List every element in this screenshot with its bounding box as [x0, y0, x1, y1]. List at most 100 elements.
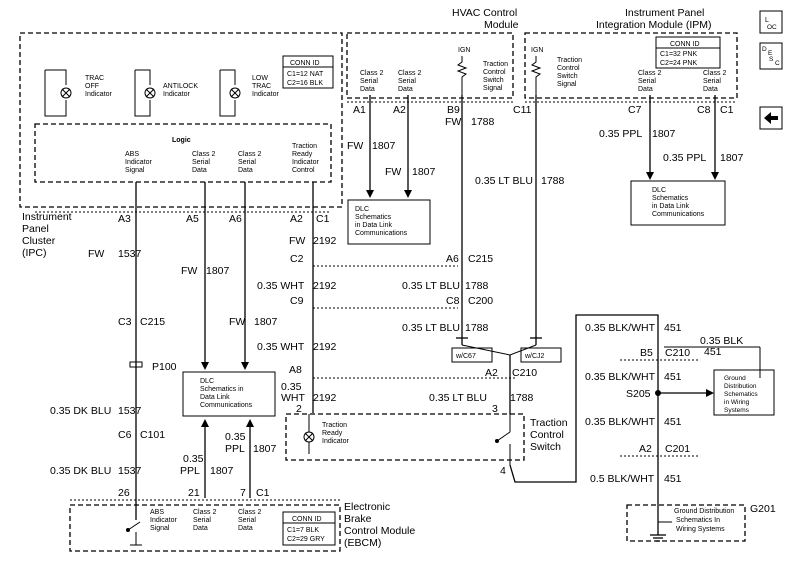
svg-text:0.35 DK BLU: 0.35 DK BLU — [50, 405, 111, 417]
option-cj2-box — [520, 347, 562, 363]
svg-text:Data: Data — [238, 525, 253, 532]
svg-text:C215: C215 — [140, 316, 165, 328]
svg-text:451: 451 — [664, 416, 682, 428]
svg-text:Class 2: Class 2 — [360, 70, 383, 77]
svg-text:D: D — [762, 46, 767, 53]
g201-ground-outline — [626, 504, 746, 542]
svg-text:1807: 1807 — [254, 316, 278, 328]
back-button[interactable] — [759, 106, 783, 130]
svg-text:3: 3 — [492, 403, 498, 415]
svg-text:2: 2 — [296, 403, 302, 415]
svg-text:451: 451 — [664, 473, 682, 485]
svg-text:0.35: 0.35 — [183, 453, 204, 465]
svg-text:Serial: Serial — [238, 159, 256, 166]
svg-text:0.35 PPL: 0.35 PPL — [663, 152, 706, 164]
svg-text:L: L — [765, 17, 769, 24]
svg-text:Brake: Brake — [344, 513, 372, 525]
ground-distribution-box — [713, 369, 775, 416]
svg-text:FW: FW — [289, 235, 305, 247]
svg-text:0.5 BLK/WHT: 0.5 BLK/WHT — [590, 473, 655, 485]
svg-text:Ground: Ground — [724, 375, 746, 382]
traction-control-switch-label: Traction — [530, 417, 568, 429]
svg-text:2192: 2192 — [313, 280, 337, 292]
svg-text:in Data Link: in Data Link — [355, 222, 392, 229]
svg-text:0.35 BLK: 0.35 BLK — [700, 335, 743, 347]
svg-text:A3: A3 — [118, 213, 131, 225]
svg-text:1788: 1788 — [465, 280, 489, 292]
svg-text:Traction: Traction — [322, 422, 347, 429]
svg-text:2192: 2192 — [313, 341, 337, 353]
svg-text:1807: 1807 — [720, 152, 744, 164]
svg-text:0.35 LT BLU: 0.35 LT BLU — [475, 175, 533, 187]
svg-text:S205: S205 — [626, 388, 651, 400]
trac-off-indicator: TRAC OFF Indicator — [44, 69, 113, 117]
svg-text:Serial: Serial — [192, 159, 210, 166]
svg-text:C2: C2 — [290, 253, 304, 265]
svg-text:Switch: Switch — [483, 77, 504, 84]
description-button[interactable]: D E S C — [759, 42, 783, 70]
svg-text:2192: 2192 — [313, 235, 337, 247]
svg-text:Wiring Systems: Wiring Systems — [676, 526, 725, 533]
svg-text:Indicator: Indicator — [163, 91, 191, 98]
svg-text:Indicator: Indicator — [85, 91, 113, 98]
svg-text:Schematics In: Schematics In — [676, 517, 720, 524]
option-c67-box — [451, 347, 493, 363]
ipc-logic-label: Logic — [172, 137, 191, 144]
svg-text:1807: 1807 — [210, 465, 234, 477]
svg-text:G201: G201 — [750, 503, 776, 515]
svg-text:451: 451 — [664, 322, 682, 334]
svg-text:FW: FW — [181, 265, 197, 277]
svg-text:4: 4 — [500, 465, 506, 477]
svg-text:ABS: ABS — [125, 151, 139, 158]
svg-text:1788: 1788 — [510, 392, 534, 404]
ipm-outline — [524, 32, 738, 99]
svg-text:S: S — [769, 56, 774, 63]
svg-text:C: C — [775, 60, 780, 67]
svg-text:C210: C210 — [512, 367, 537, 379]
svg-text:26: 26 — [118, 487, 130, 499]
svg-text:FW: FW — [229, 316, 245, 328]
svg-text:1807: 1807 — [652, 128, 676, 140]
ebcm-outline — [69, 504, 341, 552]
svg-text:Serial: Serial — [360, 78, 378, 85]
svg-text:CONN ID: CONN ID — [670, 41, 700, 48]
ipm-title: Instrument Panel — [625, 7, 704, 19]
svg-text:B9: B9 — [447, 104, 460, 116]
svg-text:Class 2: Class 2 — [703, 70, 726, 77]
svg-text:Data: Data — [398, 86, 413, 93]
svg-text:Class 2: Class 2 — [192, 151, 215, 158]
svg-text:0.35 LT BLU: 0.35 LT BLU — [402, 322, 460, 334]
svg-text:PPL: PPL — [180, 465, 200, 477]
svg-text:C200: C200 — [468, 295, 493, 307]
svg-text:C8: C8 — [446, 295, 460, 307]
svg-text:Data: Data — [638, 86, 653, 93]
svg-text:A2: A2 — [639, 443, 652, 455]
svg-text:1807: 1807 — [206, 265, 230, 277]
svg-text:Control Module: Control Module — [344, 525, 415, 537]
svg-text:Control: Control — [530, 429, 564, 441]
svg-text:DLC: DLC — [652, 187, 666, 194]
svg-text:Data Link: Data Link — [200, 394, 230, 401]
svg-text:451: 451 — [664, 371, 682, 383]
svg-text:Traction: Traction — [292, 143, 317, 150]
location-button[interactable]: L OC — [759, 10, 783, 34]
svg-text:0.35: 0.35 — [281, 381, 302, 393]
svg-text:A6: A6 — [446, 253, 459, 265]
svg-text:C7: C7 — [628, 104, 642, 116]
ebcm-conn-id-box — [282, 511, 336, 546]
svg-text:ANTILOCK: ANTILOCK — [163, 83, 198, 90]
svg-text:Communications: Communications — [355, 230, 408, 237]
svg-text:Ready: Ready — [322, 430, 343, 437]
svg-text:1807: 1807 — [412, 166, 436, 178]
svg-text:1788: 1788 — [541, 175, 565, 187]
svg-text:C1: C1 — [316, 213, 330, 225]
svg-text:Indicator: Indicator — [292, 159, 320, 166]
svg-text:C3: C3 — [118, 316, 132, 328]
svg-text:Integration Module (IPM): Integration Module (IPM) — [596, 19, 712, 31]
svg-text:Class 2: Class 2 — [193, 509, 216, 516]
svg-text:C11: C11 — [513, 104, 532, 116]
svg-text:C2=24 PNK: C2=24 PNK — [660, 60, 697, 67]
svg-text:E: E — [768, 50, 773, 57]
svg-text:C1=7 BLK: C1=7 BLK — [287, 527, 319, 534]
svg-text:Indicator: Indicator — [150, 517, 178, 524]
